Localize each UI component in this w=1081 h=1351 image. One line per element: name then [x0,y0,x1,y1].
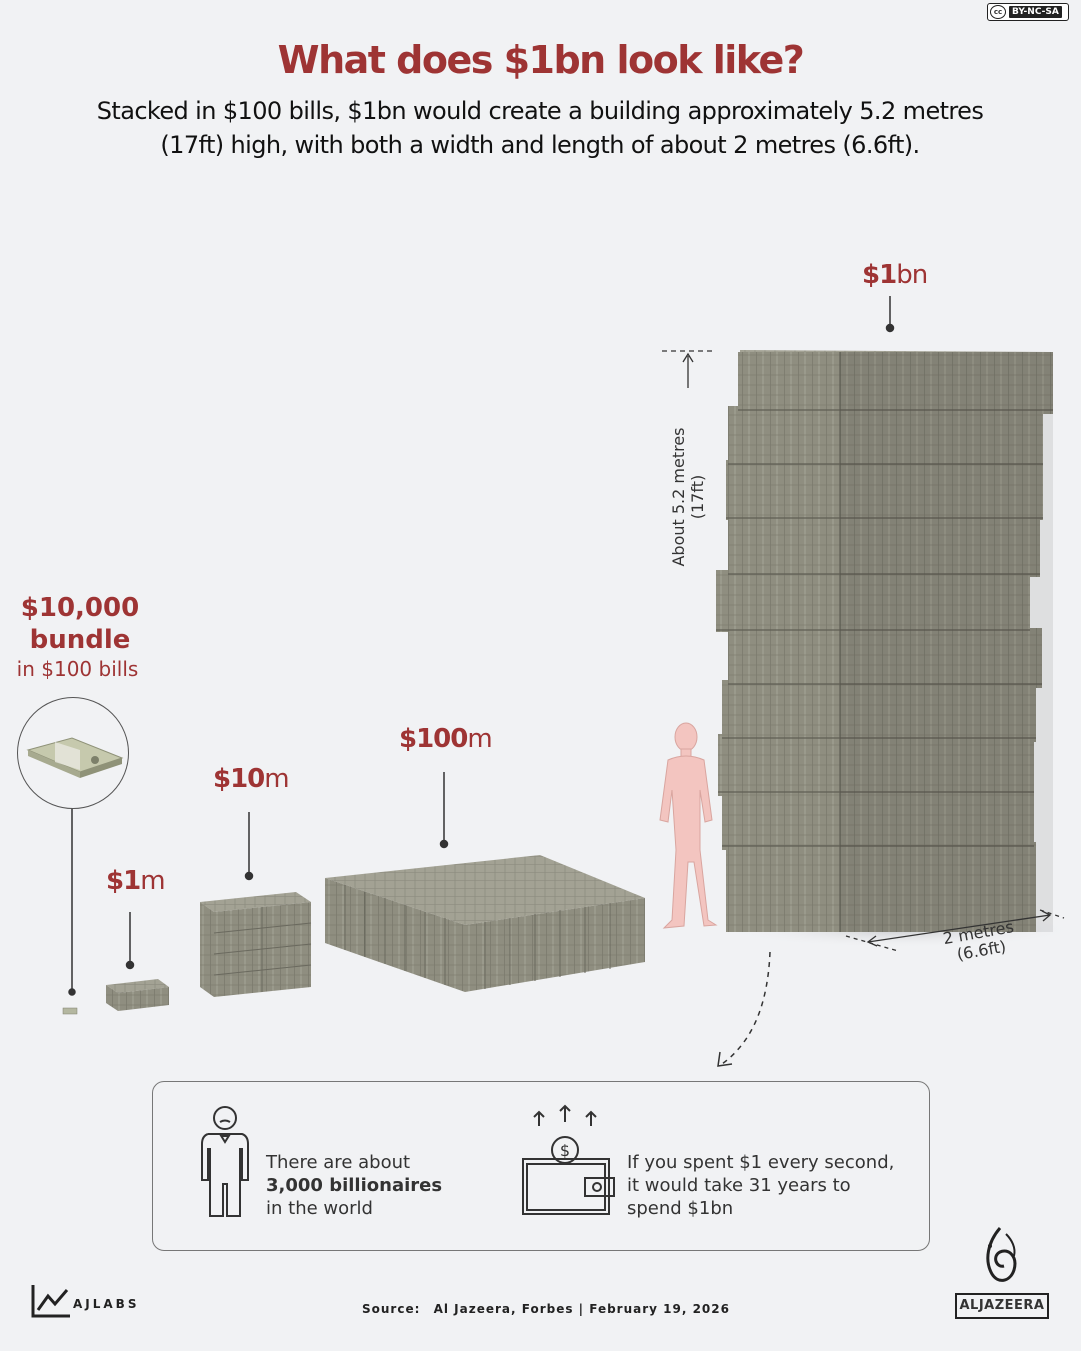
label-pointers [68,296,895,996]
bundle-amount: $10,000 [20,593,140,623]
stack-1bn [716,350,1080,948]
fact-spending-line-3: spend $1bn [627,1198,734,1219]
stack-1m [106,979,169,1011]
dashed-arrow [717,951,771,1067]
bundle-word: bundle [29,625,131,655]
fact-billionaires-line-3: in the world [266,1198,373,1219]
bundle-circle [17,697,129,809]
bundle-sub-label: in $100 bills [16,657,139,681]
stack-100m [325,855,645,992]
page-subtitle: Stacked in $100 bills, $1bn would create… [60,94,1020,162]
label-1m-amount: $1 [106,866,141,896]
page-title: What does $1bn look like? [277,38,805,82]
bundle-10000-small [62,1007,78,1015]
label-10m-unit: m [264,764,289,794]
aljazeera-logo: ALJAZEERA [955,1293,1049,1319]
label-100m-amount: $100 [399,724,468,754]
height-dimension [662,350,716,388]
cc-icon: cc [990,5,1006,19]
stack-10m [200,892,312,997]
label-1bn-amount: $1 [862,260,897,290]
fact-billionaires-line-1: There are about [266,1152,411,1173]
fact-spending-line-1: If you spent $1 every second, [627,1152,895,1173]
billionaire-icon [201,1106,249,1217]
wallet-icon: $ [522,1104,615,1215]
bundle-label: $10,000 bundle [0,592,160,656]
subtitle-line-2: (17ft) high, with both a width and lengt… [160,131,920,159]
label-1bn: $1bn [862,260,928,290]
source-text: Al Jazeera, Forbes | February 19, 2026 [433,1302,730,1316]
license-text: BY-NC-SA [1009,6,1062,18]
label-1m: $1m [106,866,166,896]
height-label: About 5.2 metres (17ft) [669,427,707,567]
ajlabs-logo-icon [31,1285,70,1318]
license-badge: cc BY-NC-SA [987,3,1069,21]
aljazeera-calligraphy-icon [986,1227,1017,1282]
label-1m-unit: m [140,866,165,896]
fact-billionaires: There are about 3,000 billionaires in th… [266,1151,442,1220]
facts-box [152,1081,930,1251]
human-figure [659,722,718,929]
fact-spending: If you spent $1 every second, it would t… [627,1151,894,1220]
fact-billionaires-line-2: 3,000 billionaires [266,1175,443,1196]
label-100m: $100m [399,724,493,754]
ajlabs-brand: AJLABS [73,1297,140,1311]
svg-text:$: $ [560,1141,570,1160]
source-label: Source: [362,1302,421,1316]
label-100m-unit: m [467,724,492,754]
width-dimension [845,909,1065,952]
source-line: Source: Al Jazeera, Forbes | February 19… [362,1302,730,1316]
subtitle-line-1: Stacked in $100 bills, $1bn would create… [96,97,984,125]
label-10m-amount: $10 [213,764,265,794]
fact-spending-line-2: it would take 31 years to [627,1175,851,1196]
label-10m: $10m [213,764,290,794]
label-1bn-unit: bn [896,260,928,290]
